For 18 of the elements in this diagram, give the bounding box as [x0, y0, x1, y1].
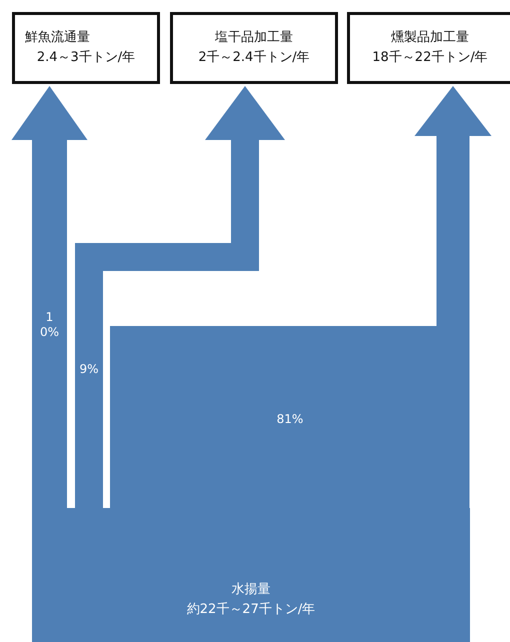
edge-label: 9%	[79, 362, 99, 377]
edge-label: 10%	[38, 310, 60, 340]
target-box	[170, 12, 338, 84]
node-title: 塩干品加工量	[215, 29, 293, 47]
flow-arrow	[12, 86, 88, 508]
target-box	[12, 12, 160, 84]
target-box	[347, 12, 510, 84]
node-title: 燻製品加工量	[391, 29, 469, 47]
edge-label: 81%	[276, 412, 304, 427]
node-title: 鮮魚流通量	[25, 29, 90, 47]
node-value: 約22千～27千トン/年	[186, 601, 316, 619]
node-value: 2千～2.4千トン/年	[198, 49, 310, 67]
node-value: 18千～22千トン/年	[372, 49, 488, 67]
flow-arrow	[110, 86, 492, 508]
node-value: 2.4～3千トン/年	[36, 49, 136, 67]
flow-arrow	[75, 86, 285, 508]
flow-source-block	[32, 508, 470, 642]
node-title: 水揚量	[232, 581, 270, 599]
